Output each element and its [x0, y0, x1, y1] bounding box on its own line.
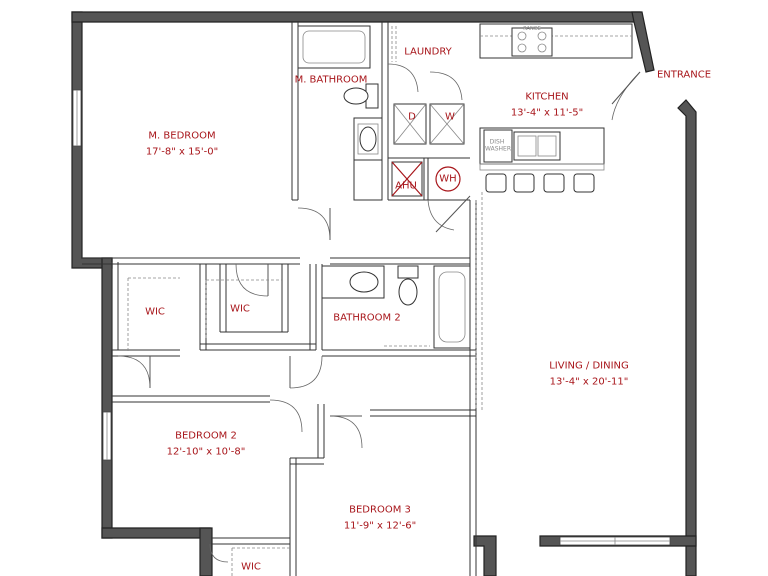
room-size: 17'-8" x 15'-0" [145, 146, 219, 157]
room-name: BEDROOM 2 [175, 430, 237, 442]
room-living-dining: LIVING / DINING 13'-4" x 20'-11" [549, 359, 629, 390]
water-heater [435, 166, 461, 192]
room-name: LIVING / DINING [549, 360, 629, 372]
room-name: WIC [241, 561, 261, 573]
room-name: M. BEDROOM [148, 130, 216, 142]
room-wic-3: WIC [241, 559, 261, 575]
room-entrance: ENTRANCE [657, 67, 711, 83]
room-name: WIC [230, 303, 250, 315]
range-label: RANGE [523, 26, 541, 33]
room-bathroom-2: BATHROOM 2 [333, 310, 400, 326]
exterior-wall-west-lower [101, 257, 113, 539]
exterior-wall-east [677, 99, 697, 576]
room-laundry: LAUNDRY [404, 44, 452, 60]
room-name: WIC [145, 306, 165, 318]
dishwasher-label: DISH WASHER [485, 138, 511, 152]
exterior-wall-south-east [473, 535, 497, 576]
room-kitchen: KITCHEN 13'-4" x 11'-5" [511, 90, 583, 121]
washer-label: W [445, 111, 455, 123]
ahu-label: AHU [395, 180, 417, 192]
room-bedroom-2: BEDROOM 2 12'-10" x 10'-8" [167, 429, 246, 460]
room-name: LAUNDRY [404, 46, 452, 58]
bath2-tub [433, 265, 471, 349]
room-wic-2: WIC [230, 301, 250, 317]
bath2-toilet [398, 278, 418, 306]
master-toilet [343, 87, 369, 105]
room-name: M. BATHROOM [294, 74, 368, 86]
room-name: BATHROOM 2 [333, 312, 401, 324]
kitchen-counter-north [479, 23, 633, 59]
room-bedroom-3: BEDROOM 3 11'-9" x 12'-6" [344, 503, 416, 534]
room-name: ENTRANCE [656, 69, 712, 81]
master-sink [359, 126, 377, 152]
room-name: KITCHEN [525, 91, 569, 103]
exterior-wall-north-east [631, 11, 655, 73]
room-name: BEDROOM 3 [349, 504, 411, 516]
room-size: 12'-10" x 10'-8" [166, 446, 246, 457]
exterior-wall-south-west [101, 527, 211, 539]
room-master-bathroom: M. BATHROOM [295, 72, 368, 88]
room-size: 13'-4" x 11'-5" [510, 107, 584, 118]
room-master-bedroom: M. BEDROOM 17'-8" x 15'-0" [146, 129, 218, 160]
dryer-label: D [408, 111, 416, 123]
exterior-wall-north [71, 11, 641, 23]
master-bathtub [297, 25, 371, 69]
water-heater-label: WH [439, 173, 457, 185]
room-wic-1: WIC [145, 304, 165, 320]
exterior-wall-south-stub [199, 527, 213, 576]
kitchen-sink [513, 131, 561, 161]
room-size: 13'-4" x 20'-11" [549, 376, 629, 387]
room-size: 11'-9" x 12'-6" [343, 520, 417, 531]
